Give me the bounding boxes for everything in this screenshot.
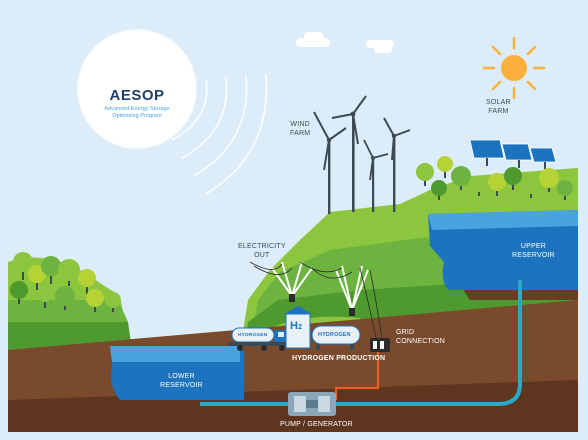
wind-turbine-icon [331, 95, 367, 212]
tree-cluster-left [10, 252, 121, 312]
signal-waves [171, 73, 268, 195]
water-pipe [244, 280, 522, 406]
hydrogen-tank-icon [311, 325, 361, 350]
h2-symbol: H2 [290, 320, 303, 332]
lower-reservoir [111, 350, 244, 400]
aesop-title: AESOP [109, 87, 165, 104]
upper-reservoir-label: UPPER RESERVOIR [512, 243, 555, 259]
upper-reservoir [428, 210, 578, 290]
grid-connection-label: GRID CONNECTION [396, 329, 446, 345]
aesop-badge: AI AESOP Advanced Energy Storage Optimis… [78, 30, 196, 148]
wind-farm-label: WIND FARM [290, 121, 311, 137]
power-lines [249, 261, 383, 339]
cloud-icon [296, 32, 394, 53]
sun-icon [482, 36, 546, 100]
tree-cluster-right [416, 156, 573, 200]
aesop-subtitle: Advanced Energy Storage Optimising Progr… [78, 106, 196, 120]
aesop-subtitle-line2: Optimising Program [112, 113, 162, 119]
solar-panel-icon [469, 139, 557, 169]
hydrogen-line [334, 352, 380, 400]
pump-generator-icon [288, 392, 336, 416]
hydrogen-truck-icon [228, 327, 288, 351]
solar-farm-label: SOLAR FARM [486, 99, 511, 115]
hydrogen-production-label: HYDROGEN PRODUCTION [292, 355, 386, 362]
pump-generator-label: PUMP / GENERATOR [280, 421, 353, 428]
electricity-out-label: ELECTRICITY OUT [238, 243, 286, 259]
ai-chip-label: AI [133, 67, 141, 73]
wind-turbine-icon [363, 139, 389, 212]
grid-connection-icon [370, 338, 390, 352]
hydrogen-building-icon [284, 306, 312, 349]
tank-label: HYDROGEN [318, 332, 351, 338]
lower-reservoir-label: LOWER RESERVOIR [160, 373, 203, 389]
wind-turbine-icon [313, 111, 347, 214]
aesop-subtitle-line1: Advanced Energy Storage [104, 106, 170, 112]
wind-turbine-icon [383, 117, 411, 212]
truck-label: HYDROGEN [238, 333, 268, 338]
